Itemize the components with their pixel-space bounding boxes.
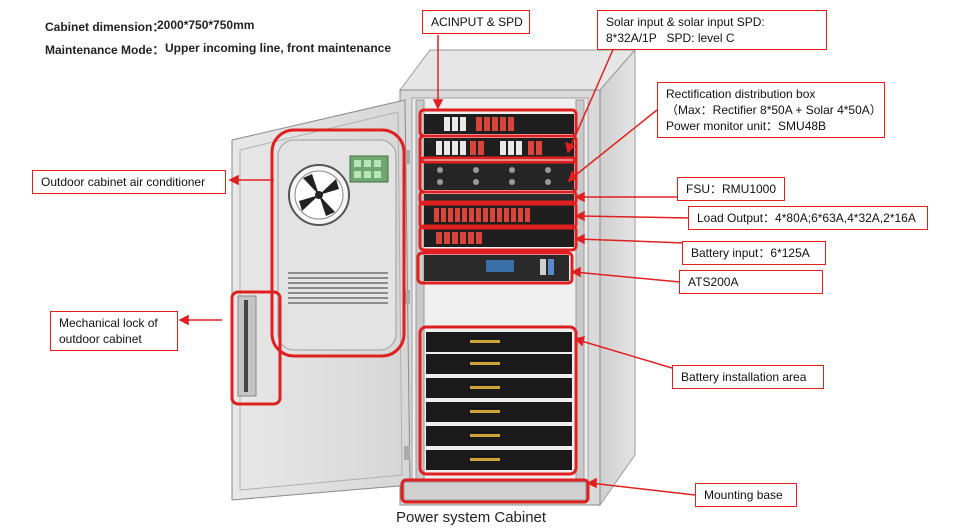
callout-load-output: Load Output：4*80A;6*63A,4*32A,2*16A (688, 206, 928, 230)
callout-rectification: Rectification distribution box （Max：Rect… (657, 82, 885, 138)
callout-load-text: Load Output：4*80A;6*63A,4*32A,2*16A (697, 211, 916, 225)
highlight-solar (418, 134, 578, 164)
callout-battery-input-text: Battery input：6*125A (691, 246, 810, 260)
highlight-aircon (270, 128, 406, 358)
fsu-unit (424, 194, 574, 202)
maintenance-label: Maintenance Mode： (45, 43, 165, 57)
callout-solar-line2: 8*32A/1P SPD: level C (606, 31, 735, 45)
callout-battery-input: Battery input：6*125A (682, 241, 826, 265)
callout-lock-line1: Mechanical lock of (59, 316, 158, 330)
callout-fsu: FSU：RMU1000 (677, 177, 785, 201)
callout-mounting-text: Mounting base (704, 488, 783, 502)
callout-rect-line2: （Max：Rectifier 8*50A + Solar 4*50A） (666, 103, 882, 117)
callout-mounting-base: Mounting base (695, 483, 797, 507)
callout-mechanical-lock: Mechanical lock of outdoor cabinet (50, 311, 178, 351)
callout-arrows (178, 35, 696, 496)
dimension-label: Cabinet dimension： (45, 20, 165, 34)
callout-battery-area: Battery installation area (672, 365, 824, 389)
callout-aircon-text: Outdoor cabinet air conditioner (41, 175, 206, 189)
callout-acinput: ACINPUT & SPD (422, 10, 530, 34)
callout-ats: ATS200A (679, 270, 823, 294)
callout-solar-input: Solar input & solar input SPD: 8*32A/1P … (597, 10, 827, 50)
mounting-base (403, 481, 587, 501)
cabinet-door (231, 99, 411, 501)
highlight-ats (416, 251, 574, 285)
diagram-caption: Power system Cabinet (396, 509, 547, 526)
highlight-lock (230, 290, 282, 406)
highlight-load (418, 200, 578, 230)
fan-icon (288, 164, 350, 226)
highlight-battery-area (418, 325, 578, 476)
highlight-battery-input (418, 224, 578, 252)
maintenance-value: Upper incoming line, front maintenance (165, 41, 392, 55)
callout-fsu-text: FSU：RMU1000 (686, 182, 777, 196)
callout-battery-area-text: Battery installation area (681, 370, 807, 384)
callout-solar-line1: Solar input & solar input SPD: (606, 15, 765, 29)
highlight-boxes (230, 108, 590, 504)
callout-acinput-text: ACINPUT & SPD (431, 15, 523, 29)
battery-modules (426, 332, 572, 470)
callout-lock-line2: outdoor cabinet (59, 332, 142, 346)
highlight-fsu (418, 190, 578, 206)
callout-ats-text: ATS200A (688, 275, 739, 289)
callout-rect-line1: Rectification distribution box (666, 87, 816, 101)
highlight-base (400, 478, 590, 504)
aircon-control-panel (349, 155, 389, 183)
equipment-stack (403, 114, 587, 501)
callout-rect-line3: Power monitor unit：SMU48B (666, 119, 827, 133)
rectifier-unit (424, 162, 574, 190)
vent-grill (288, 272, 388, 304)
callout-air-conditioner: Outdoor cabinet air conditioner (32, 170, 226, 194)
dimension-value: 2000*750*750mm (157, 18, 255, 32)
